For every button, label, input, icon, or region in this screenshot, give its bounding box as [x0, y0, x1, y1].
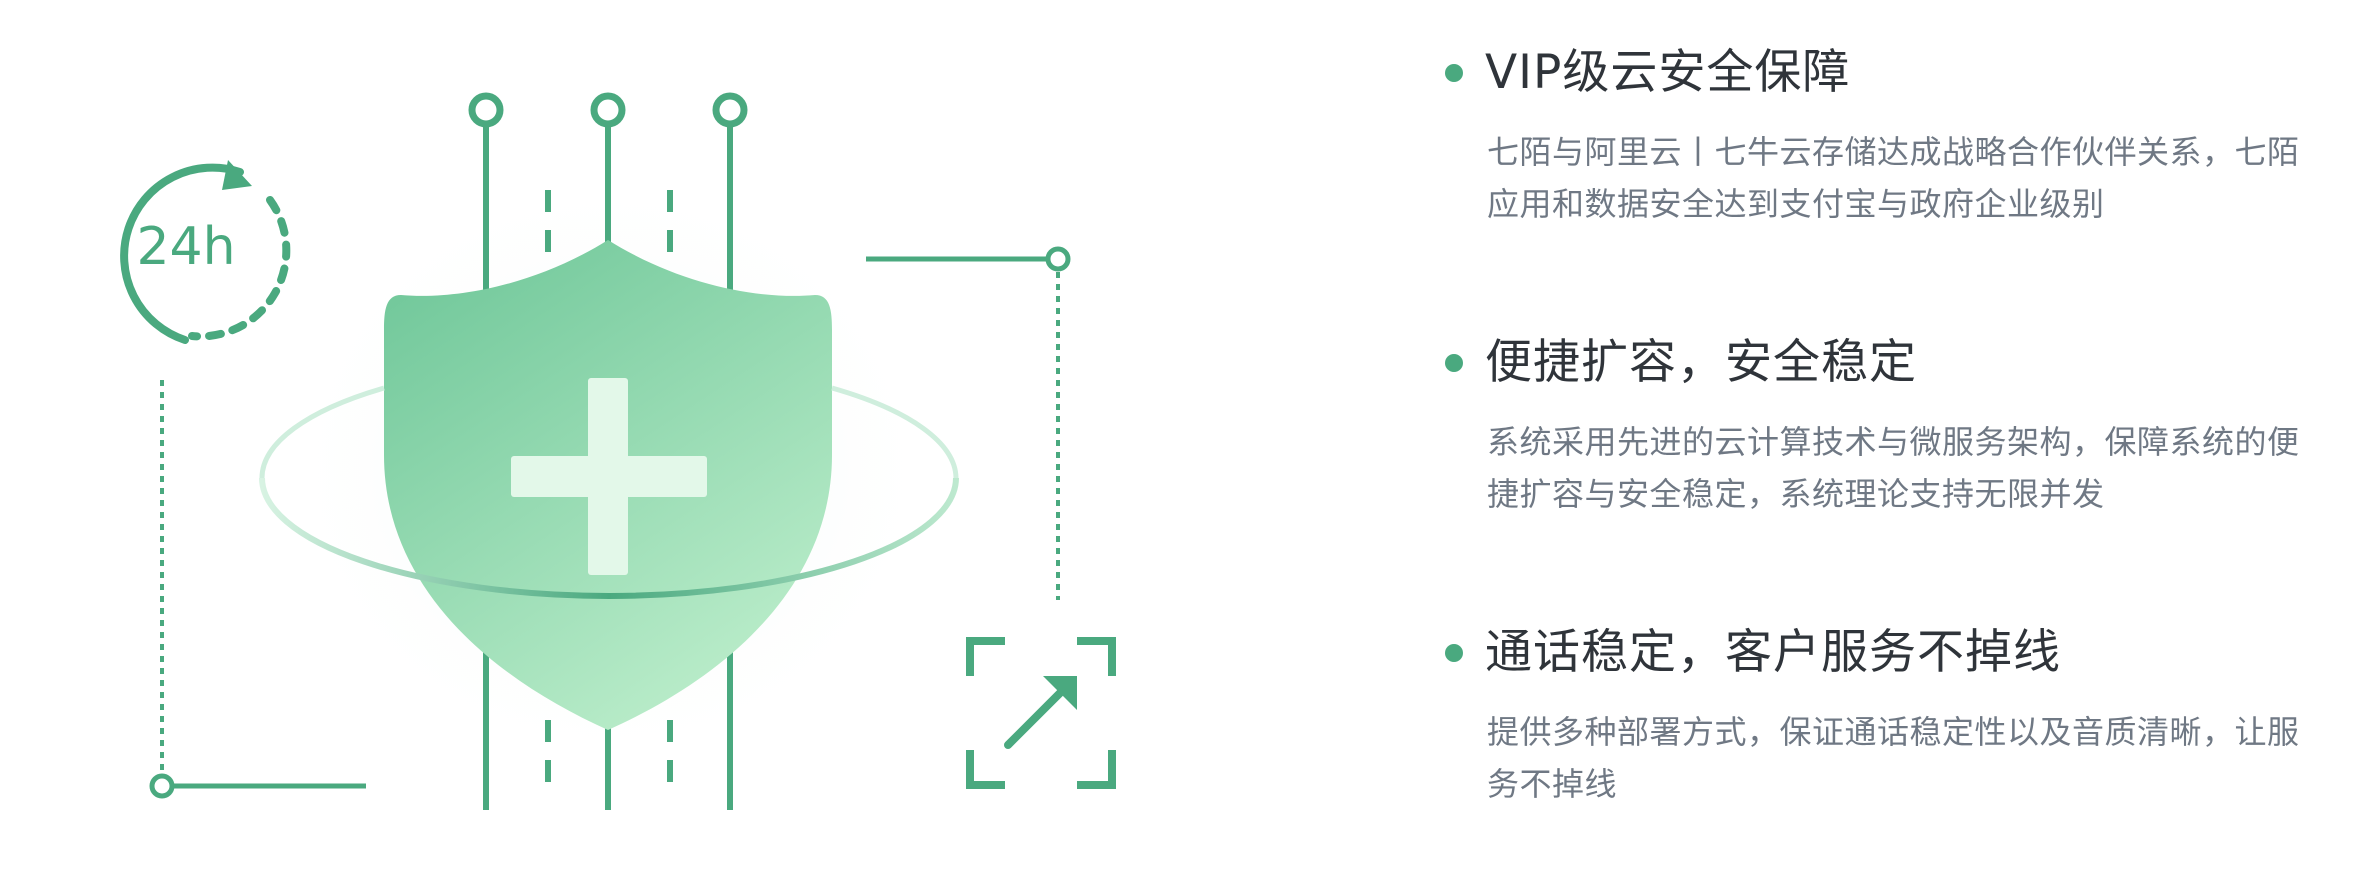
feature-title: VIP级云安全保障	[1485, 45, 1851, 100]
feature-description: 系统采用先进的云计算技术与微服务架构，保障系统的便捷扩容与安全稳定，系统理论支持…	[1487, 423, 2300, 513]
feature-description: 提供多种部署方式，保证通话稳定性以及音质清晰，让服务不掉线	[1487, 713, 2300, 803]
orbit-ring-front	[259, 477, 959, 599]
feature-title: 通话稳定，客户服务不掉线	[1485, 625, 2061, 680]
badge-24h-text: 24h	[136, 217, 235, 277]
feature-description: 七陌与阿里云丨七牛云存储达成战略合作伙伴关系，七陌应用和数据安全达到支付宝与政府…	[1487, 133, 2300, 223]
expand-arrow-icon	[966, 637, 1116, 789]
feature-title: 便捷扩容，安全稳定	[1485, 335, 1917, 390]
left-connector	[149, 380, 366, 799]
security-illustration-svg: 24h	[120, 92, 1116, 810]
feature-item-stable-calls: 通话稳定，客户服务不掉线 提供多种部署方式，保证通话稳定性以及音质清晰，让服务不…	[1445, 620, 2325, 884]
feature-item-vip-security: VIP级云安全保障 七陌与阿里云丨七牛云存储达成战略合作伙伴关系，七陌应用和数据…	[1445, 40, 2325, 330]
security-illustration: 24h	[120, 92, 1116, 810]
bullet-dot-icon	[1445, 644, 1463, 662]
feature-list: VIP级云安全保障 七陌与阿里云丨七牛云存储达成战略合作伙伴关系，七陌应用和数据…	[1445, 40, 2325, 884]
orbit-ring-back-left	[259, 385, 385, 479]
plus-icon	[511, 378, 707, 575]
feature-item-scalable: 便捷扩容，安全稳定 系统采用先进的云计算技术与微服务架构，保障系统的便捷扩容与安…	[1445, 330, 2325, 620]
bullet-dot-icon	[1445, 64, 1463, 82]
bullet-dot-icon	[1445, 354, 1463, 372]
orbit-ring-back-right	[831, 385, 959, 479]
right-connector	[866, 246, 1071, 600]
clock-cycle-icon: 24h	[120, 160, 291, 344]
circuit-lines-top	[468, 92, 748, 300]
